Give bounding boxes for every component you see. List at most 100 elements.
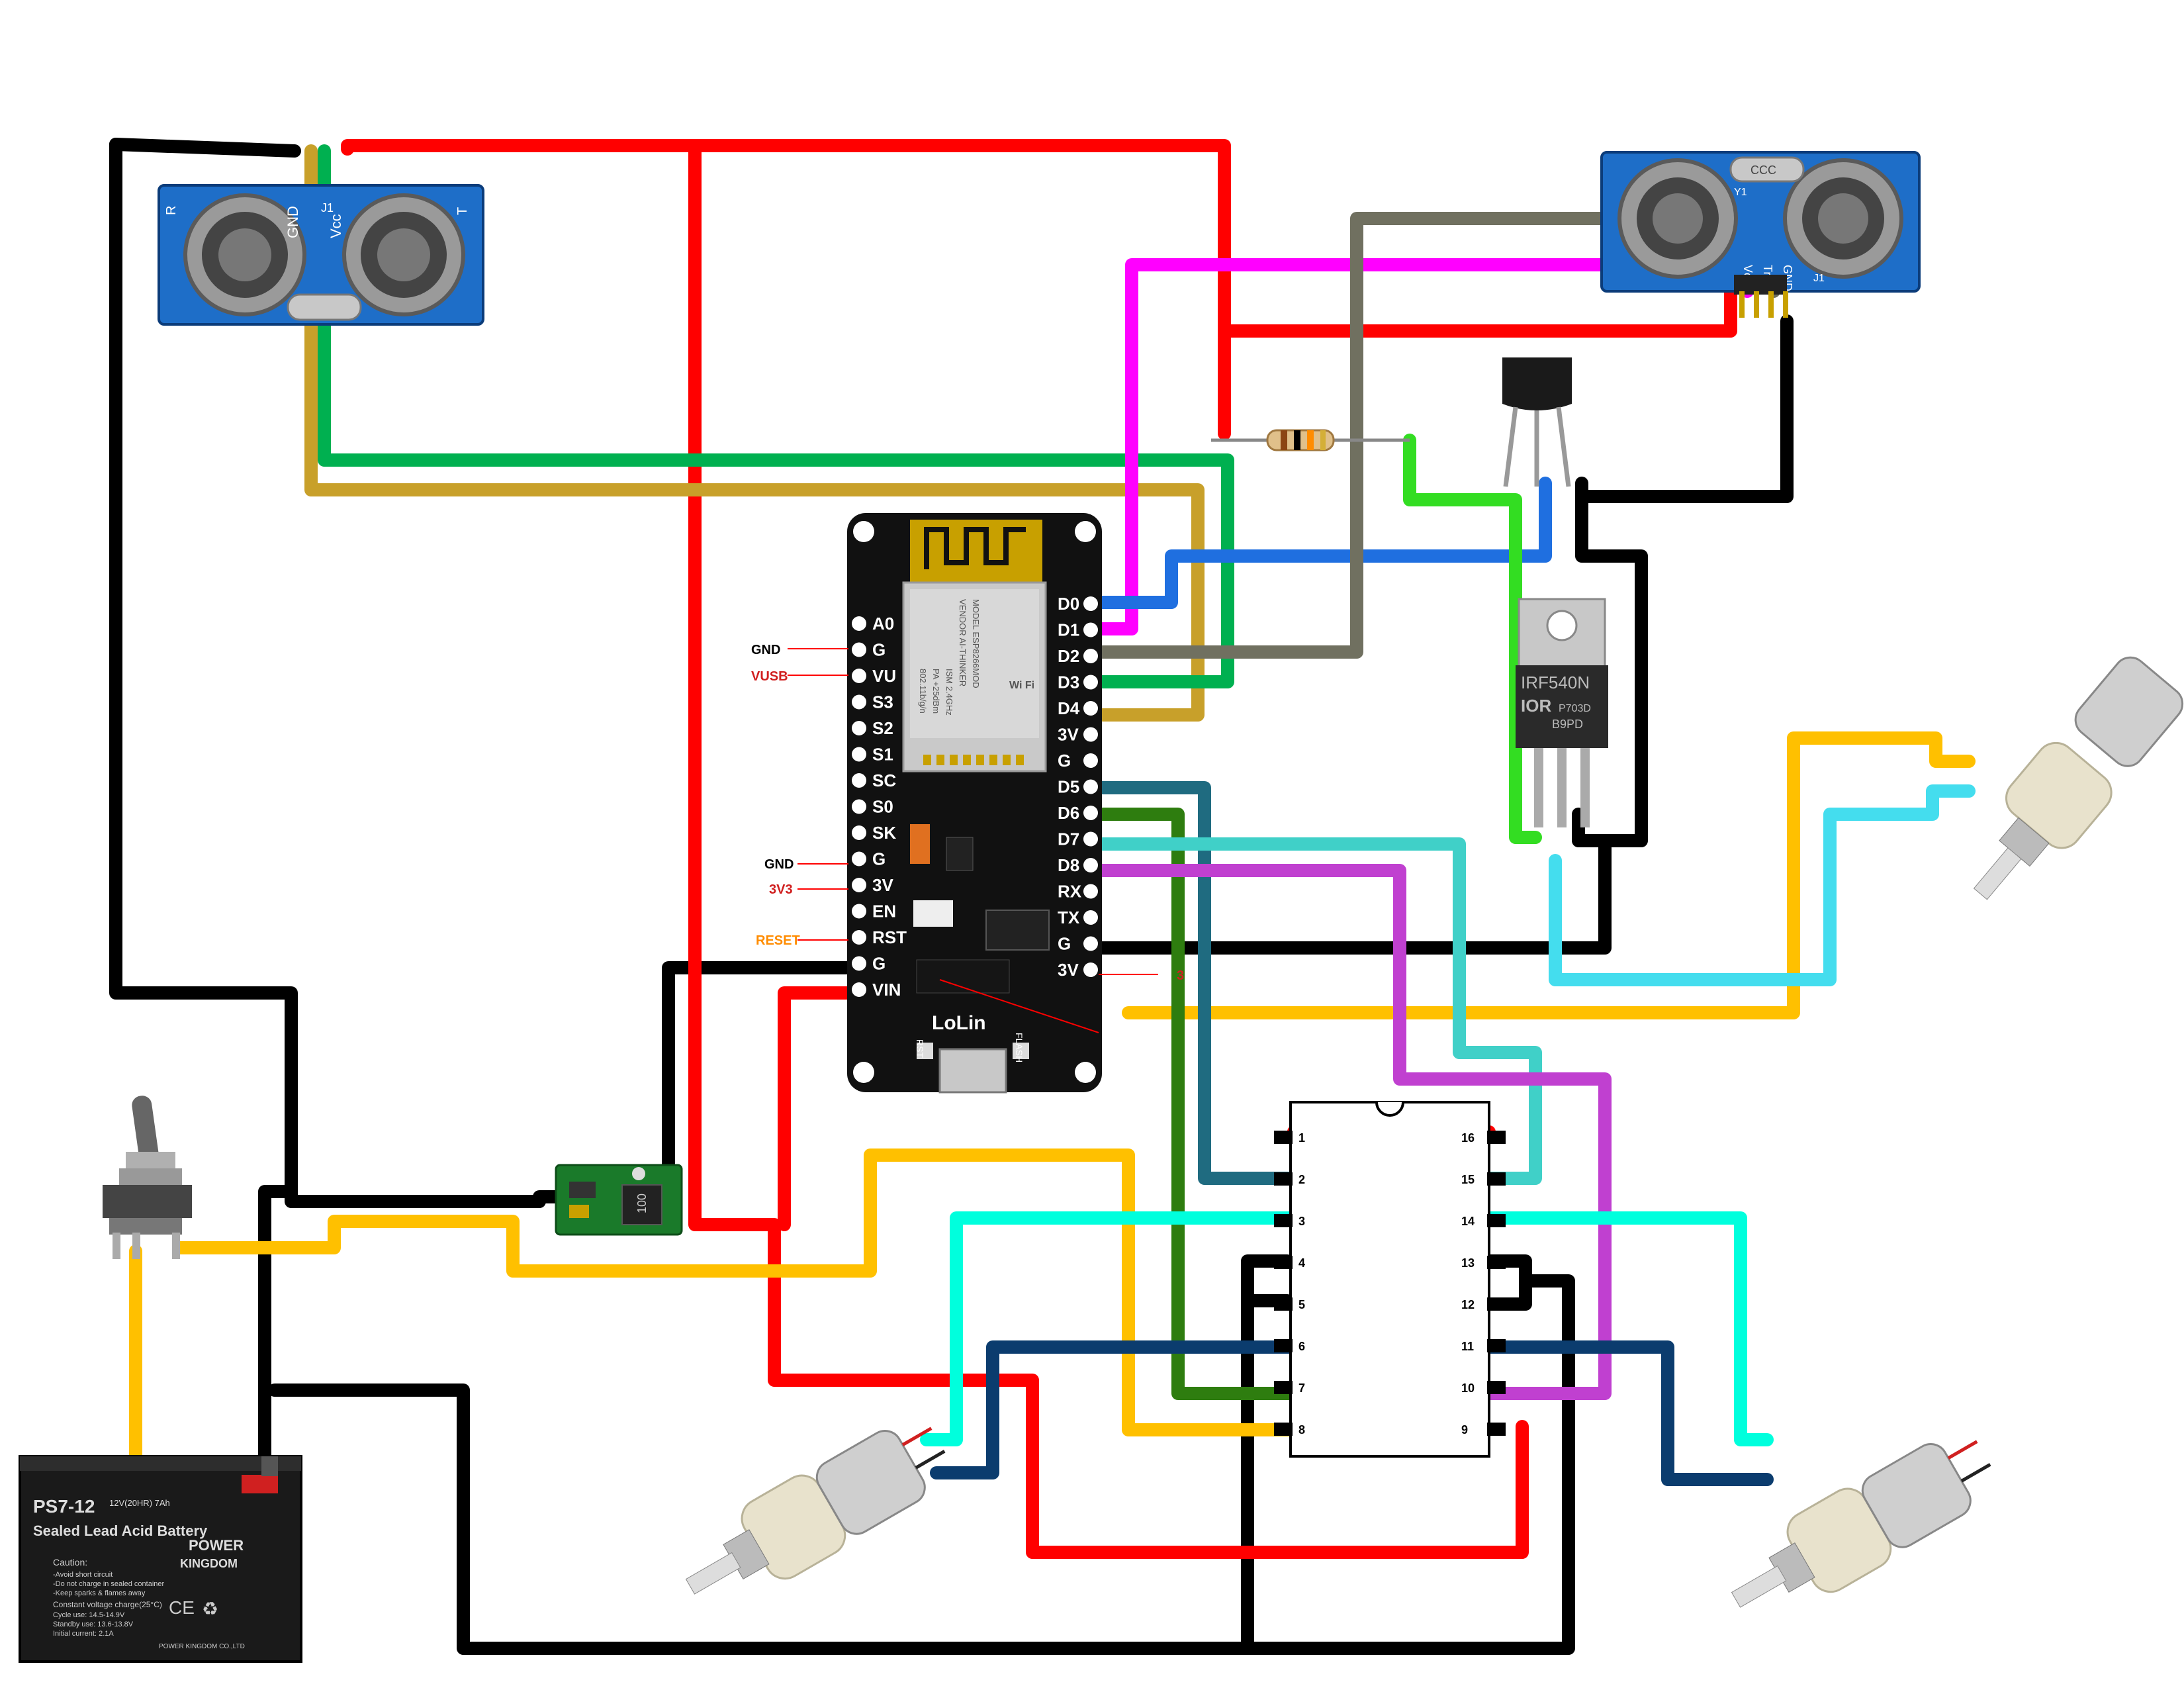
ic-left-pin — [1274, 1381, 1293, 1394]
board-left-pin-hole — [852, 694, 866, 710]
battery-caution: Caution: — [53, 1557, 87, 1568]
wire-red-sensor-right — [1218, 285, 1737, 338]
wire-blue-d0 — [1092, 477, 1552, 609]
ic-left-pin-number: 7 — [1298, 1382, 1305, 1395]
board-right-pin-hole — [1083, 649, 1098, 663]
sensor-left-r-label: R — [164, 206, 179, 215]
sensor-right-y1-label: Y1 — [1734, 187, 1747, 198]
board-right-pin-hole — [1083, 727, 1098, 742]
sensor-left-t-label: T — [455, 207, 470, 215]
board-left-pin-label: S1 — [872, 745, 893, 765]
sensor-left-j1-label: J1 — [321, 201, 334, 214]
board-right-pin-label: D6 — [1058, 803, 1079, 823]
board-left-pin-label: SC — [872, 771, 896, 790]
mosfet-logo-label: IOR — [1521, 696, 1551, 716]
board-right-pin-label: D2 — [1058, 646, 1079, 666]
ic-right-pin-number: 12 — [1461, 1298, 1475, 1311]
wire-black-sensor-right-gnd — [1575, 314, 1794, 847]
ic-left-pin — [1274, 1339, 1293, 1352]
ic-right-pin — [1487, 1172, 1506, 1186]
ic-right-pin-number: 11 — [1461, 1340, 1474, 1353]
wire-green-resistor — [1403, 434, 1542, 844]
battery-c1: -Avoid short circuit — [53, 1571, 113, 1579]
battery-standby: Standby use: 13.6-13.8V — [53, 1620, 134, 1628]
sensor-left-gnd-label: GND — [285, 206, 301, 238]
ic-left-pin-number: 4 — [1298, 1256, 1305, 1270]
resistor — [1211, 429, 1410, 451]
annotation-gnd-1: GND — [751, 643, 780, 657]
wifi-pa-label: PA +25dBm — [931, 669, 941, 714]
board-left-pin-label: G — [872, 849, 886, 869]
board-right-pin-hole — [1083, 622, 1098, 637]
board-brand-label: LoLin — [932, 1012, 986, 1034]
wire-red-vertical — [688, 139, 1529, 1559]
wire-green-trig — [318, 144, 1234, 688]
annotation-right-3: 3 — [1177, 968, 1184, 983]
annotation-3v3: 3V3 — [769, 882, 793, 897]
board-left-pin-label: S0 — [872, 797, 893, 817]
sensor-right-crystal-label: CCC — [1751, 164, 1776, 177]
ic-left-pin-number: 3 — [1298, 1215, 1305, 1228]
board-left-pin-label: G — [872, 640, 886, 660]
board-right-pin-hole — [1083, 779, 1098, 794]
board-left-pin-label: RST — [872, 927, 907, 947]
board-right-pin-label: D4 — [1058, 698, 1080, 718]
ic-right-pin — [1487, 1381, 1506, 1394]
ic-left-pin — [1274, 1172, 1293, 1186]
ic-right-pin — [1487, 1339, 1506, 1352]
battery-ce-icon: CE — [169, 1597, 195, 1618]
board-left-pin-hole — [852, 747, 866, 762]
board-right-pin-label: D8 — [1058, 855, 1079, 875]
board-left-pin-hole — [852, 616, 866, 631]
board-right-pin-label: G — [1058, 934, 1071, 954]
board-left-pin-hole — [852, 642, 866, 657]
battery-recycle-icon: ♻ — [202, 1599, 218, 1619]
wire-black-top-left — [109, 138, 301, 158]
mosfet-code2-label: B9PD — [1552, 718, 1583, 731]
board-right-pin-hole — [1083, 753, 1098, 768]
board-left-pin-label: SK — [872, 823, 896, 843]
wire-black-ic-gnd — [1241, 1254, 1294, 1655]
ic-left-pin — [1274, 1131, 1293, 1144]
wifi-logo-label: Wi Fi — [1009, 680, 1034, 691]
toggle-switch[interactable] — [103, 1094, 192, 1259]
board-left-pin-label: VIN — [872, 980, 901, 1000]
ic-right-pin — [1487, 1256, 1506, 1269]
wire-yellow-motor-right — [1122, 731, 1976, 1019]
ic-left-pin-number: 6 — [1298, 1340, 1305, 1353]
board-right-pin-label: D7 — [1058, 829, 1079, 849]
battery-brand-2: KINGDOM — [180, 1557, 238, 1570]
board-left-pin-hole — [852, 878, 866, 892]
ic-left-pin — [1274, 1297, 1293, 1311]
board-right-pin-label: RX — [1058, 882, 1082, 902]
battery-current: Initial current: 2.1A — [53, 1630, 114, 1638]
ic-left-pin-number: 1 — [1298, 1131, 1305, 1145]
board-right-pin-hole — [1083, 936, 1098, 951]
motor-right — [1731, 1440, 1991, 1608]
board-left-pin-hole — [852, 721, 866, 735]
button-flash-label: FLASH — [1014, 1033, 1024, 1062]
wire-turquoise-d7 — [1092, 837, 1542, 1185]
wire-black-bottom — [268, 1254, 1575, 1655]
board-right-pin-hole — [1083, 910, 1098, 925]
battery-rating: 12V(20HR) 7Ah — [109, 1498, 170, 1508]
wire-red-vin — [778, 986, 860, 1231]
annotation-vusb: VUSB — [751, 669, 788, 684]
wire-navy-motor-left — [930, 1340, 1300, 1479]
wire-gold-echo — [304, 144, 1205, 722]
board-left-pin-label: S2 — [872, 718, 893, 738]
ultrasonic-sensor-left: GND Vcc R T J1 — [158, 184, 484, 326]
board-right-pin-hole — [1083, 596, 1098, 611]
wifi-vendor-label: VENDOR AI-THINKER — [958, 599, 968, 686]
mosfet-part-label: IRF540N — [1521, 673, 1590, 692]
battery-c3: -Keep sparks & flames away — [53, 1589, 146, 1597]
board-right-pin-label: G — [1058, 751, 1071, 771]
battery-type: Sealed Lead Acid Battery — [33, 1523, 208, 1539]
board-left-pin-hole — [852, 799, 866, 814]
board-left-pin-label: 3V — [872, 875, 893, 895]
wire-aqua-motor-right — [1482, 1211, 1774, 1446]
ic-right-pin-number: 16 — [1461, 1131, 1475, 1145]
